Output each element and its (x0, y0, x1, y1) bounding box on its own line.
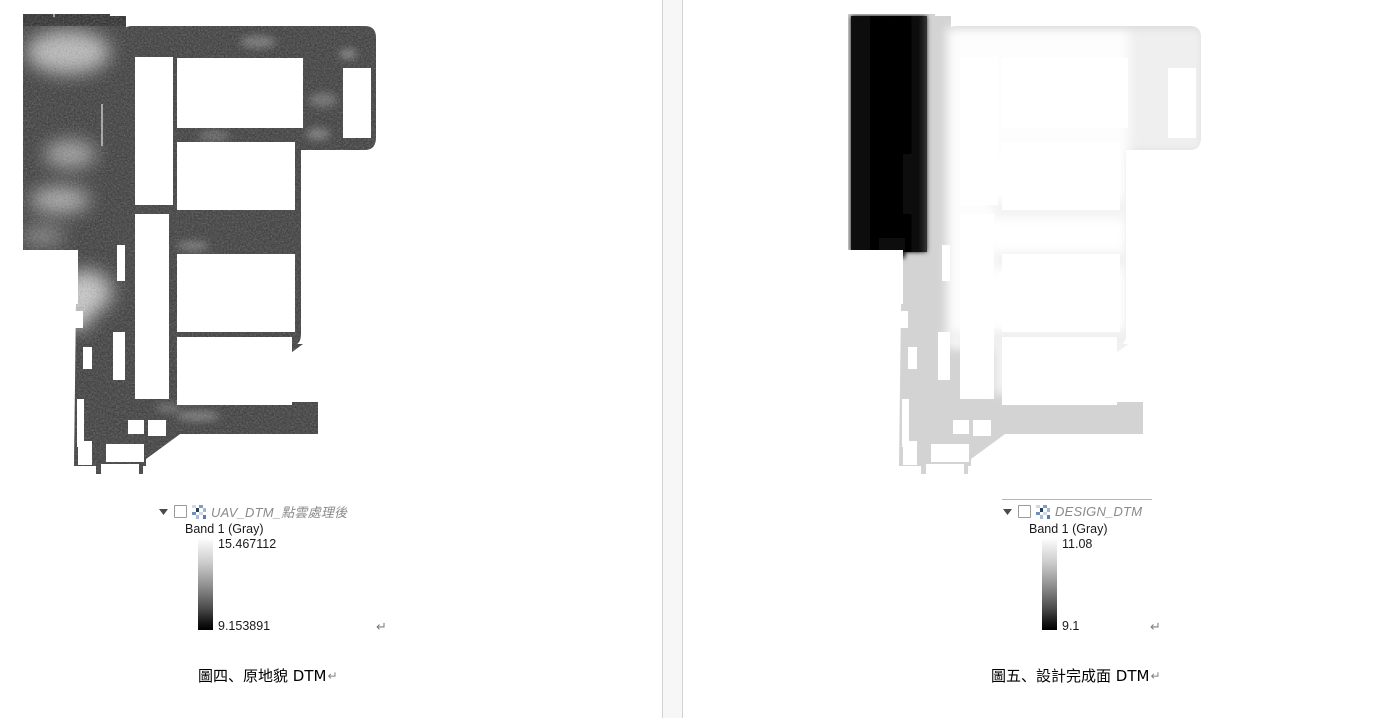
layer-row-uav-dtm[interactable]: UAV_DTM_點雲處理後 (158, 503, 398, 520)
paragraph-return-mark: ↵ (1150, 620, 1161, 635)
layer-name-label: UAV_DTM_點雲處理後 (211, 505, 348, 520)
legend-min-value: 9.153891 (218, 619, 271, 633)
caption-return-mark: ↵ (1150, 669, 1161, 683)
raster-layer-icon (1036, 504, 1050, 519)
figure-4-caption-text: 圖四、原地貌 DTM (198, 667, 327, 685)
raster-layer-icon (192, 504, 206, 519)
page-gutter-line-right (682, 0, 683, 718)
legend-max-value: 11.08 (1062, 537, 1093, 551)
figure-5-caption: 圖五、設計完成面 DTM↵ (991, 665, 1161, 686)
chevron-down-icon[interactable] (158, 506, 169, 517)
raster-original-terrain-dtm (18, 4, 518, 484)
layer-row-design-dtm[interactable]: DESIGN_DTM (1002, 503, 1242, 520)
layer-name-label: DESIGN_DTM (1055, 504, 1143, 519)
page-right: DESIGN_DTM Band 1 (Gray) 11.08 9.1 ↵ 圖五、… (683, 0, 1374, 718)
legend-color-ramp (198, 538, 213, 630)
legend-min-value: 9.1 (1062, 619, 1080, 633)
figure-5-caption-text: 圖五、設計完成面 DTM (991, 667, 1150, 685)
band-label: Band 1 (Gray) (1029, 522, 1108, 536)
legend-gray-ramp-figure-4: 15.467112 9.153891 (198, 537, 398, 633)
raster-design-surface-dtm (843, 4, 1343, 484)
layer-visibility-checkbox[interactable] (1018, 505, 1031, 518)
page-left: UAV_DTM_點雲處理後 Band 1 (Gray) 15.467112 9.… (0, 0, 662, 718)
page-gutter (662, 0, 683, 718)
layer-selection-rule (1002, 499, 1152, 500)
toc-figure-4: UAV_DTM_點雲處理後 Band 1 (Gray) 15.467112 9.… (158, 503, 398, 635)
toc-figure-5: DESIGN_DTM Band 1 (Gray) 11.08 9.1 ↵ (1002, 499, 1242, 635)
legend-max-value: 15.467112 (218, 537, 277, 551)
layer-visibility-checkbox[interactable] (174, 505, 187, 518)
figure-4-caption: 圖四、原地貌 DTM↵ (198, 665, 338, 686)
legend-color-ramp (1042, 538, 1057, 630)
band-label: Band 1 (Gray) (185, 522, 264, 536)
caption-return-mark: ↵ (327, 669, 338, 683)
chevron-down-icon[interactable] (1002, 506, 1013, 517)
legend-gray-ramp-figure-5: 11.08 9.1 (1042, 537, 1242, 633)
page-gutter-line-left (662, 0, 663, 718)
paragraph-return-mark: ↵ (376, 620, 387, 635)
